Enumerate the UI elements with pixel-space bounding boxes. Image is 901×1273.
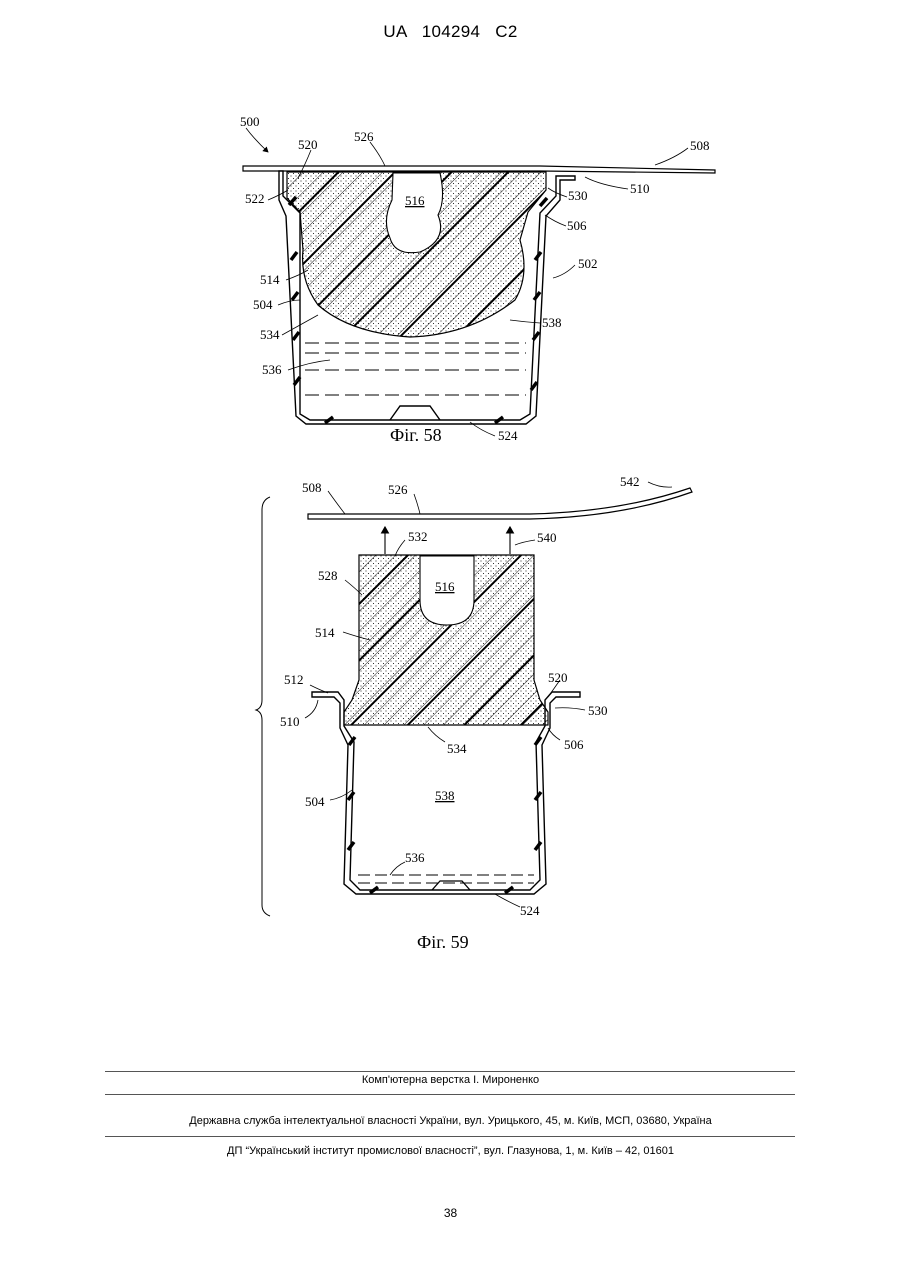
fig58-label-520: 520 (298, 137, 318, 152)
fig58-label-536: 536 (262, 362, 282, 377)
fig59-label-520: 520 (548, 670, 568, 685)
fig59-label-516: 516 (435, 579, 455, 594)
fig58-caption: Фіг. 58 (390, 425, 442, 445)
fig59-wall-marks (348, 737, 541, 893)
fig58-label-530: 530 (568, 188, 588, 203)
fig59-label-540: 540 (537, 530, 557, 545)
fig58-liquid (305, 343, 526, 395)
fig59-base-notch (432, 881, 470, 890)
fig58-cavity (386, 173, 442, 253)
footer-divider (105, 1136, 795, 1137)
fig58-label-504: 504 (253, 297, 273, 312)
page-number: 38 (0, 1206, 901, 1220)
fig59-label-504: 504 (305, 794, 325, 809)
fig58-label-534: 534 (260, 327, 280, 342)
fig59-label-534: 534 (447, 741, 467, 756)
footer-institute: ДП “Український інститут промислової вла… (0, 1145, 901, 1157)
fig59-label-530: 530 (588, 703, 608, 718)
fig59-label-506: 506 (564, 737, 584, 752)
fig59-label-528: 528 (318, 568, 338, 583)
footer-divider (105, 1071, 795, 1072)
fig59-label-512: 512 (284, 672, 304, 687)
figure-59: 508 526 542 532 540 528 516 514 512 520 … (256, 474, 692, 952)
fig59-label-526: 526 (388, 482, 408, 497)
fig58-label-522: 522 (245, 191, 265, 206)
fig58-label-538: 538 (542, 315, 562, 330)
fig58-label-514: 514 (260, 272, 280, 287)
figure-58: 500 520 526 508 510 522 530 516 506 502 … (240, 114, 715, 445)
fig59-lift-arrows (385, 527, 510, 554)
fig58-base-notch (390, 406, 440, 420)
fig59-label-538: 538 (435, 788, 455, 803)
fig58-label-502: 502 (578, 256, 598, 271)
fig59-label-510: 510 (280, 714, 300, 729)
fig58-label-516: 516 (405, 193, 425, 208)
footer-agency: Державна служба інтелектуальної власност… (0, 1115, 901, 1127)
fig58-label-500: 500 (240, 114, 260, 129)
footer-divider (105, 1094, 795, 1095)
fig59-label-542: 542 (620, 474, 640, 489)
fig59-label-532: 532 (408, 529, 428, 544)
fig58-label-508: 508 (690, 138, 710, 153)
fig59-liquid (358, 875, 534, 883)
fig59-label-524: 524 (520, 903, 540, 918)
fig59-label-508: 508 (302, 480, 322, 495)
fig59-bracket (256, 497, 270, 916)
footer-layout-credit: Комп'ютерна верстка І. Мироненко (0, 1074, 901, 1086)
fig58-label-524: 524 (498, 428, 518, 443)
fig59-label-536: 536 (405, 850, 425, 865)
fig58-label-510: 510 (630, 181, 650, 196)
fig58-label-506: 506 (567, 218, 587, 233)
fig59-caption: Фіг. 59 (417, 932, 469, 952)
fig59-label-514: 514 (315, 625, 335, 640)
fig59-lid (308, 488, 692, 519)
fig58-label-526: 526 (354, 129, 374, 144)
